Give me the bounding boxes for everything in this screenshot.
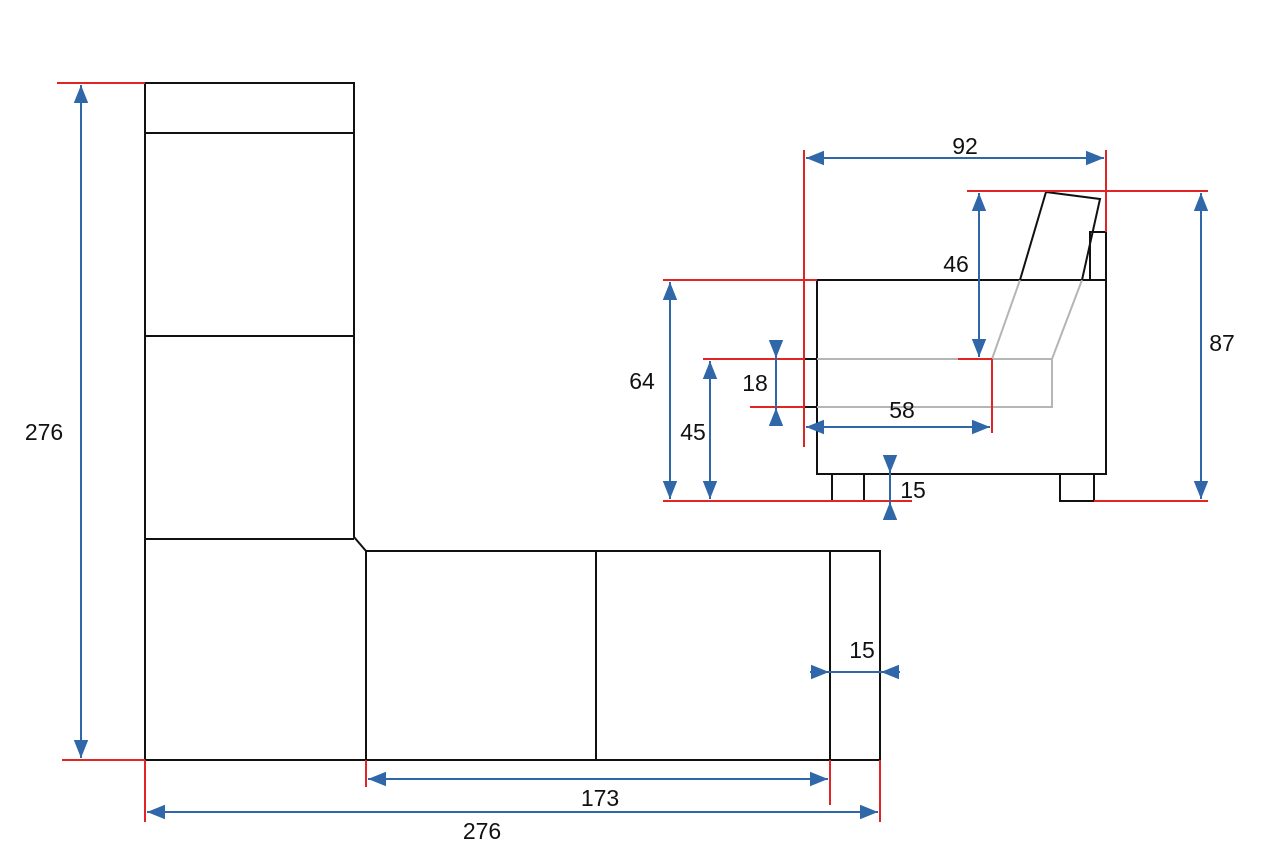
dimension-leg-height: 15 [882,455,926,520]
dimension-label: 18 [742,370,768,396]
extension-lines [663,150,1208,502]
dimension-depth: 92 [806,133,1104,166]
dimension-label: 58 [889,397,915,423]
dimension-label: 92 [952,133,978,159]
dimension-label: 276 [463,818,501,844]
dimension-chaise-width: 173 [365,760,831,811]
dimension-total-width: 276 [144,760,881,844]
front-leg [831,473,865,502]
dimension-label: 87 [1209,330,1235,356]
dimension-seat-height: 45 [680,361,718,499]
dimension-label: 276 [25,419,63,445]
dimension-label: 64 [629,368,655,394]
seat-front-edge [803,358,818,408]
dimension-label: 15 [849,637,875,663]
corner-section-outline [144,82,881,761]
dimension-arm-height: 64 [629,282,678,499]
side-view: 92 46 87 64 45 18 58 [629,133,1235,520]
dimension-armrest-width: 15 [810,637,900,680]
dimension-label: 46 [943,251,969,277]
backrest-cushion [1019,190,1102,281]
dimension-label: 15 [900,477,926,503]
dimension-cushion-thickness: 18 [742,340,784,426]
dimension-label: 173 [581,785,619,811]
backrest-frame [1089,231,1107,281]
seat-cushion-hidden [817,279,1083,408]
dimension-total-height: 87 [1193,193,1235,499]
sofa-body [816,279,1107,475]
top-view: 276 173 276 15 [25,82,900,844]
rear-leg [1059,473,1095,502]
dimension-seat-depth: 58 [806,397,990,435]
dimension-label: 45 [680,419,706,445]
dimension-total-height: 276 [25,82,145,761]
dimension-back-height: 46 [943,193,987,357]
